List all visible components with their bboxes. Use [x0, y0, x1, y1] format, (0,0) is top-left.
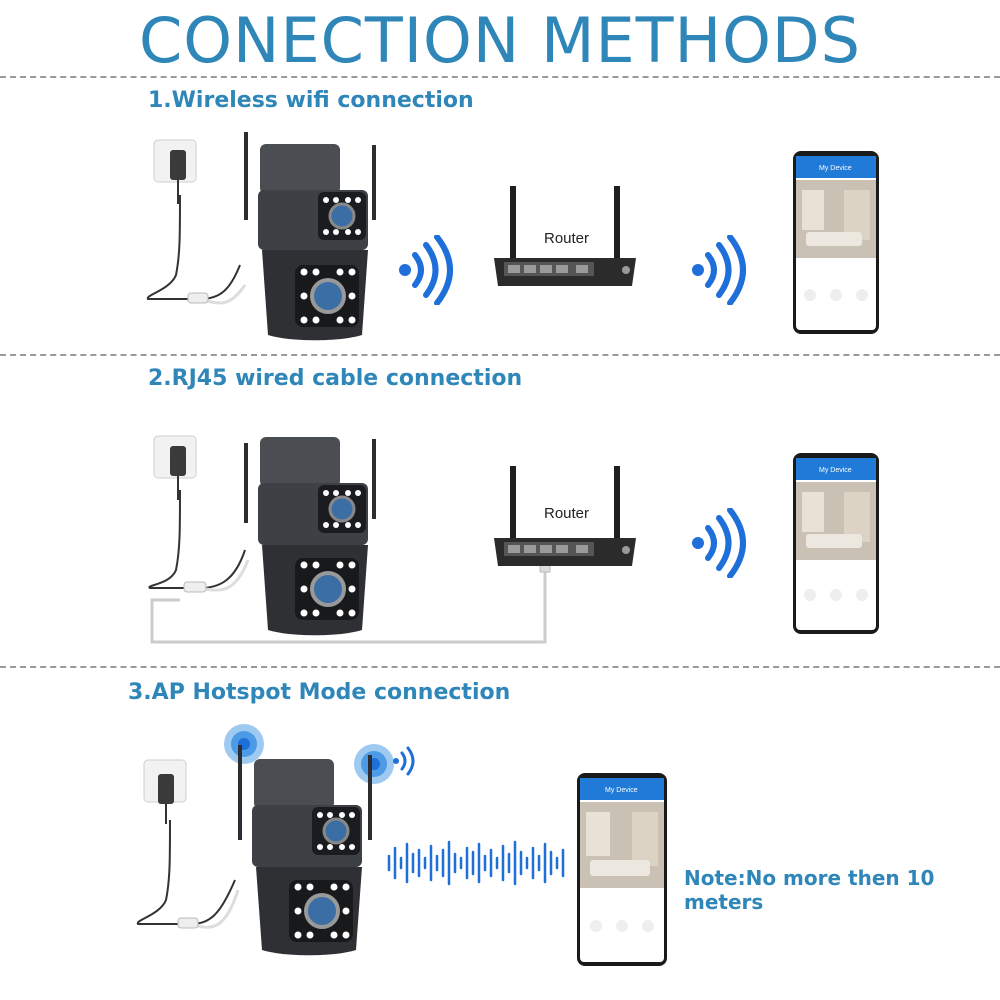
router-icon: Router — [494, 466, 636, 566]
section-1-label: 1.Wireless wifi connection — [148, 88, 474, 113]
router-label: Router — [544, 505, 589, 522]
router-icon: Router — [494, 186, 636, 286]
camera-icon — [244, 132, 376, 341]
power-outlet-icon — [153, 435, 197, 500]
router-label: Router — [544, 230, 589, 247]
wifi-signal-icon — [393, 746, 415, 776]
power-cable-icon — [136, 820, 240, 929]
hotspot-antenna-icon — [224, 724, 264, 764]
power-cable-icon — [146, 195, 247, 305]
camera-icon — [238, 745, 372, 956]
phone-title: My Device — [605, 787, 638, 794]
divider — [0, 354, 1000, 356]
power-outlet-icon — [153, 139, 197, 204]
phone-title: My Device — [819, 467, 852, 474]
divider — [0, 666, 1000, 668]
wifi-signal-icon — [692, 235, 746, 305]
page-title: CONECTION METHODS — [138, 4, 862, 77]
camera-icon — [244, 437, 376, 636]
sound-wave-icon — [387, 840, 565, 886]
smartphone-icon: My Device — [793, 453, 879, 634]
wifi-signal-icon — [692, 508, 746, 578]
section-2-label: 2.RJ45 wired cable connection — [148, 366, 523, 391]
smartphone-icon: My Device — [577, 773, 667, 966]
divider — [0, 76, 1000, 78]
note-text: Note:No more then 10 meters — [684, 866, 935, 914]
phone-title: My Device — [819, 165, 852, 172]
section-3-label: 3.AP Hotspot Mode connection — [128, 680, 511, 705]
smartphone-icon: My Device — [793, 151, 879, 334]
wifi-signal-icon — [399, 235, 453, 305]
power-outlet-icon — [143, 759, 187, 824]
